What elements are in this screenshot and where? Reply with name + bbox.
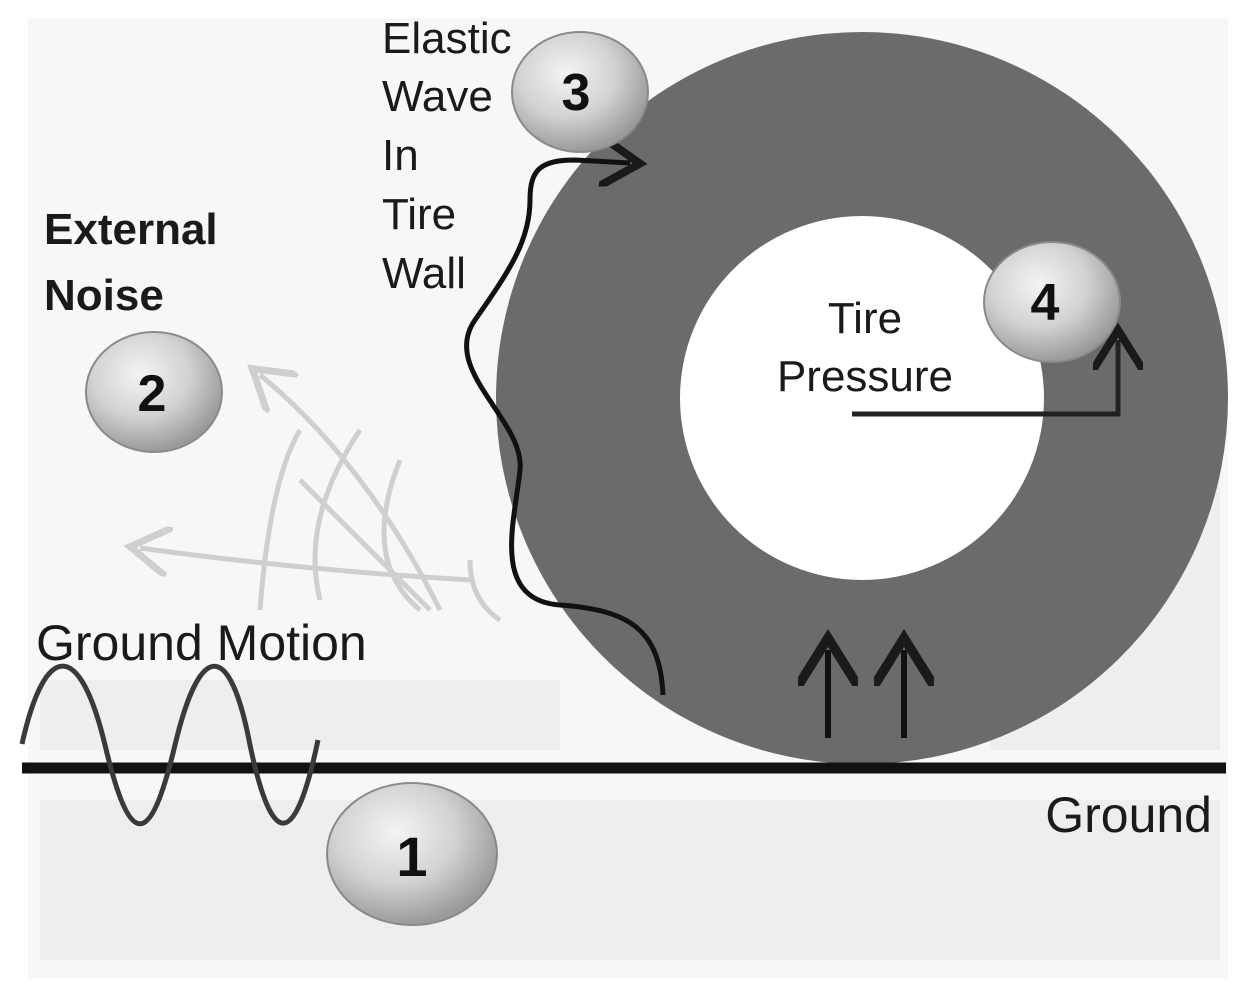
badge-3-number: 3 [562, 64, 591, 122]
badge-1: 1 [326, 782, 498, 926]
external-noise-label-line2: Noise [44, 271, 164, 320]
badge-2-number: 2 [138, 365, 167, 423]
tire-interior [680, 216, 1044, 580]
tire-pressure-arrow [852, 340, 1118, 417]
faint-noise-arrows [140, 375, 502, 623]
ground-motion-wave [19, 663, 321, 827]
badge-2: 2 [85, 331, 223, 453]
badge-1-number: 1 [396, 825, 427, 888]
ground-motion-label: Ground Motion [36, 615, 367, 671]
badge-3: 3 [511, 31, 649, 153]
elastic-wave-label-line3: In [382, 131, 419, 180]
elastic-wave-label-line2: Wave [382, 72, 493, 121]
tire-pressure-label-line1: Tire [828, 294, 902, 343]
elastic-wave-label-line5: Wall [382, 249, 466, 298]
external-noise-label-line1: External [44, 205, 218, 254]
elastic-wave-label-line4: Tire [382, 190, 456, 239]
ground-force-arrows [828, 650, 904, 738]
badge-4-number: 4 [1031, 274, 1060, 332]
badge-4: 4 [983, 241, 1121, 363]
elastic-wave-line [464, 160, 666, 696]
tire-pressure-label-line2: Pressure [777, 352, 953, 401]
ground-label: Ground [1045, 787, 1212, 843]
elastic-wave-label-line1: Elastic [382, 14, 512, 63]
